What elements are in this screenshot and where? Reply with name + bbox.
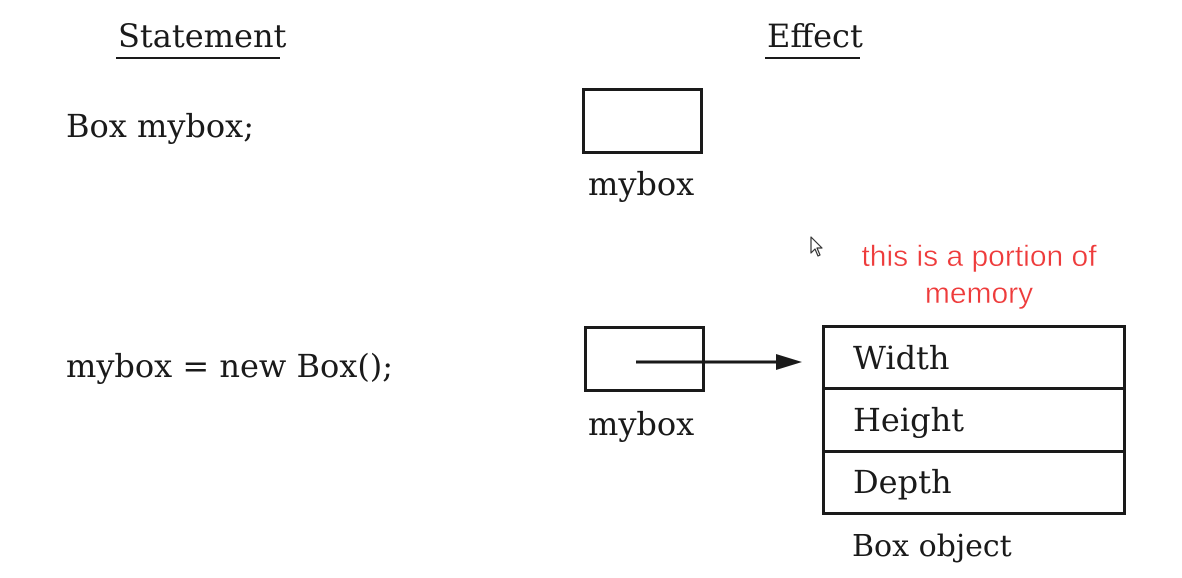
memory-annotation-line-1: this is a portion of [861,240,1097,273]
declaration-statement: Box mybox; [66,107,254,145]
effect-header-underline [765,57,860,59]
box-object: Width Height Depth [822,325,1126,515]
reference-variable-box-null [582,88,703,154]
memory-annotation: this is a portion of memory [840,238,1118,312]
effect-column-header: Effect [767,17,863,55]
reference-variable-box-assigned [584,326,705,392]
reference-variable-label: mybox [588,405,695,443]
memory-annotation-line-2: memory [924,277,1034,310]
statement-column-header: Statement [118,17,287,55]
object-field-width: Width [853,338,950,377]
reference-arrow-head [776,354,802,370]
box-object-caption: Box object [852,529,1012,564]
mouse-pointer-icon [810,236,823,257]
instantiation-statement: mybox = new Box(); [66,347,394,385]
object-field-height: Height [825,387,1123,449]
reference-variable-label: mybox [588,165,695,203]
object-field-depth: Depth [825,449,1123,512]
statement-header-underline [116,57,280,59]
